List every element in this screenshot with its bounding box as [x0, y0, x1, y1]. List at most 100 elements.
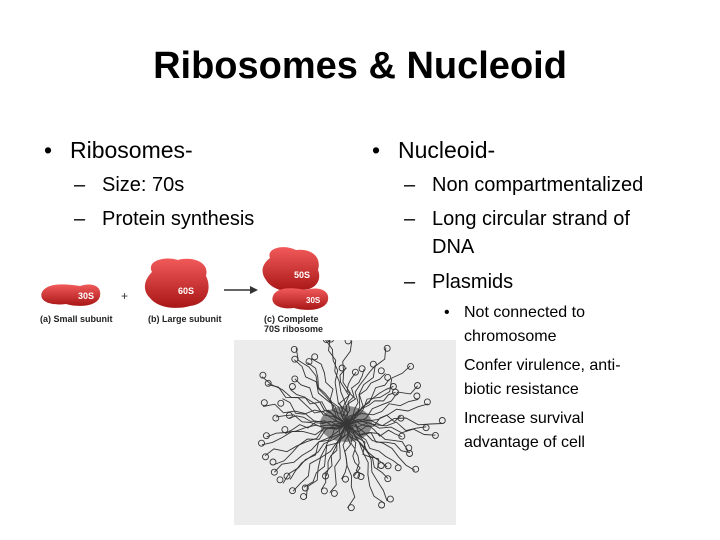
dna-loop	[394, 464, 402, 472]
dna-loop	[338, 364, 346, 372]
dna-loop	[272, 414, 280, 422]
plasmid-sub-3-line-2: advantage of cell	[464, 434, 585, 451]
caption-b: (b) Large subunit	[148, 314, 222, 324]
dna-loop	[384, 475, 392, 483]
dna-loop	[353, 471, 361, 479]
dna-loop	[412, 465, 420, 473]
plasmid-sub-3: •Increase survival	[444, 408, 584, 430]
complete-50s-shape	[262, 247, 320, 292]
dash-icon: –	[404, 271, 416, 293]
dna-spread-image	[234, 340, 456, 525]
arrow-head	[250, 286, 258, 294]
caption-c-1: (c) Complete	[264, 314, 319, 324]
dna-core	[320, 406, 372, 442]
dna-loop	[262, 453, 269, 461]
dna-loop	[438, 417, 446, 424]
dna-loop	[330, 489, 338, 497]
dna-loop	[342, 475, 349, 483]
ribosomes-heading: Ribosomes-	[70, 137, 193, 163]
dna-loop	[262, 432, 270, 440]
dna-loop	[285, 411, 293, 419]
dna-loop	[344, 340, 352, 345]
item-text: Size: 70s	[102, 174, 185, 196]
dna-loop	[320, 487, 328, 495]
dash-icon: –	[404, 174, 416, 196]
bullet-icon: •	[372, 137, 381, 163]
dna-loop	[406, 450, 414, 457]
dna-loop	[398, 432, 406, 440]
dna-loop	[378, 501, 386, 509]
dna-loop	[407, 362, 415, 370]
dna-loop	[289, 487, 296, 495]
label-30s: 30S	[78, 291, 94, 301]
dna-loop	[311, 353, 319, 361]
dna-loop	[414, 382, 421, 389]
item-text: Non compartmentalized	[432, 174, 644, 196]
plasmid-sub-2-line-2: biotic resistance	[464, 381, 579, 398]
label-50s: 50S	[294, 270, 310, 280]
plus-sign: +	[121, 289, 128, 303]
dna-loop	[347, 504, 355, 512]
dna-loop	[383, 344, 391, 352]
dna-loop	[369, 360, 377, 368]
dna-loop	[300, 493, 307, 501]
item-text: Confer virulence, anti-	[464, 357, 621, 374]
label-60s: 60S	[178, 286, 194, 296]
bullet-icon: •	[444, 304, 450, 321]
dna-loop	[288, 383, 296, 390]
dna-loop	[322, 340, 330, 344]
plasmid-sub-2: •Confer virulence, anti-	[444, 355, 621, 377]
plasmid-sub-1: • Not connected to	[444, 302, 585, 324]
dna-loop	[386, 495, 394, 503]
dash-icon: –	[74, 174, 86, 196]
small-subunit-shape	[41, 284, 101, 306]
dna-loop	[377, 367, 385, 375]
large-subunit-shape	[144, 258, 209, 308]
nucleoid-item-2: –Long circular strand of	[404, 206, 630, 232]
dash-icon: –	[404, 208, 416, 230]
nucleoid-item-3: –Plasmids	[404, 269, 513, 295]
dna-loop	[290, 345, 298, 353]
dna-loop	[258, 439, 265, 447]
ribosome-item-function: –Protein synthesis	[74, 206, 254, 232]
ribosome-diagram: 30S + 60S 50S 30S (a) Small subunit (b) …	[40, 247, 329, 334]
nucleoid-item-2-line-2: DNA	[432, 236, 475, 258]
dna-loop	[322, 472, 329, 480]
dna-loop	[259, 371, 267, 379]
dna-loop	[357, 473, 365, 481]
complete-30s-shape	[272, 288, 329, 310]
caption-c-2: 70S ribosome	[264, 324, 323, 334]
bullet-icon: •	[44, 137, 53, 163]
dna-loop	[283, 472, 291, 480]
dna-loop	[327, 340, 334, 343]
dna-loop	[384, 373, 392, 381]
dna-loop	[305, 358, 313, 366]
plasmid-sub-1-line-2: chromosome	[464, 328, 557, 345]
label-30s-complete: 30S	[306, 296, 321, 305]
dna-loop	[384, 462, 392, 470]
nucleoid-heading: Nucleoid-	[398, 137, 496, 163]
dna-loop	[431, 431, 439, 439]
dna-loop	[277, 399, 285, 407]
dna-loop	[269, 458, 277, 466]
dna-loop	[270, 468, 278, 476]
dash-icon: –	[74, 208, 86, 230]
item-text: Plasmids	[432, 271, 514, 293]
slide-title: Ribosomes & Nucleoid	[153, 45, 567, 87]
dna-loop	[281, 426, 289, 434]
item-text: Not connected to	[464, 304, 585, 321]
item-text: Long circular strand of	[432, 208, 630, 230]
bullet-nucleoid: • Nucleoid-	[372, 136, 495, 164]
dna-loop	[423, 398, 431, 406]
dna-loop	[260, 399, 268, 407]
dna-loop	[276, 476, 284, 484]
caption-a: (a) Small subunit	[40, 314, 113, 324]
dna-loop	[358, 365, 366, 373]
item-text: Increase survival	[464, 410, 585, 427]
item-text: Protein synthesis	[102, 208, 255, 230]
nucleoid-item-1: –Non compartmentalized	[404, 172, 643, 198]
dna-loop	[291, 375, 299, 383]
dna-loop	[377, 462, 385, 469]
ribosome-item-size: –Size: 70s	[74, 172, 184, 198]
dna-loop	[413, 392, 421, 400]
